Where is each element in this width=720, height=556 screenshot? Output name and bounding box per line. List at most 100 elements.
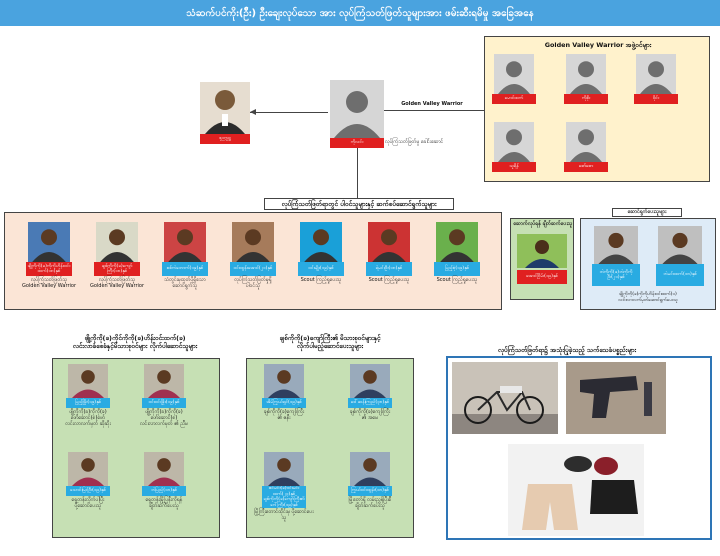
person-silhouette-icon	[28, 222, 70, 262]
informant-title: ဆောက်လုပ်ရန် ချိတ်ဆက်ပေးသူ	[513, 221, 573, 227]
gv-member-4-photo	[566, 122, 606, 162]
perpetrator-2-caption: သံတွင်းမှထုတ်ပို့ရှိသော ဆောင်ရွက်သူ	[164, 277, 206, 289]
evidence-bicycle-photo	[452, 362, 558, 434]
person-silhouette-icon	[264, 452, 304, 486]
victim-leader-connector	[250, 112, 328, 113]
person-silhouette-icon	[164, 222, 206, 262]
relative-2-tag: ဇင်မင်း(ခ)ဝင်းမင်းထက်(၂၃)နှစ် ချစ်ကိုကို…	[262, 486, 306, 508]
perpetrator-4-tag: ဝင်းမျိုး(၁၉)နှစ်	[298, 262, 344, 276]
leader-caption: လုပ်ကြံသတ်ဖြတ်မှု ခေါင်းဆောင်	[385, 139, 444, 145]
relative-2-caption: မြို့ကြီးတောင်ထိုင်းမှ ပို့ဆောင်ပေးသူ	[254, 509, 314, 521]
perpetrator-1-photo	[96, 222, 138, 262]
leader-photo	[330, 80, 384, 138]
informant-tag: အောင်ငြိမ်း(၁၉)နှစ်	[517, 270, 567, 284]
person-silhouette-icon	[68, 364, 108, 398]
person-silhouette-icon	[658, 226, 702, 264]
evidence-clothing-photo	[508, 444, 644, 536]
person-silhouette-icon	[330, 80, 384, 138]
person-silhouette-icon	[494, 54, 534, 94]
perpetrator-5-tag: ရဲမင်းဦး(၁၈)နှစ်	[366, 262, 412, 276]
person-silhouette-icon	[494, 122, 534, 162]
gv-member-3-photo	[494, 122, 534, 162]
perpetrator-2-tag: စစ်ကဲဘောက်(၁၉)နှစ်	[162, 262, 208, 276]
informant-photo	[517, 234, 567, 268]
perpetrator-1-tag: ချစ်ကိုကို(ခ)ကျော်ကြီး(၁၈)နှစ်	[94, 262, 140, 276]
person-icon	[200, 82, 250, 134]
relative-0-photo	[264, 364, 304, 398]
gv-member-1-tag: ကိုစိုး	[564, 94, 608, 104]
person-silhouette-icon	[144, 452, 184, 486]
gv-member-0-tag: မောင်ထက်	[492, 94, 536, 104]
person-silhouette-icon	[350, 364, 390, 398]
family-person-2-tag: သောင်းမြင့်ဦး(၁၉)နှစ်	[66, 486, 110, 496]
family-person-1-tag: ဝင်းဝင်းဖြိုး(၁၉)နှစ်	[142, 398, 186, 408]
person-silhouette-icon	[144, 364, 184, 398]
perpetrator-3-photo	[232, 222, 274, 262]
relatives-title: ချစ်ကိုကို(ခ)ကျော်ကြီး၏ မိသားစုဝင်များနှ…	[279, 334, 381, 350]
perpetrator-6-caption: Scout ကြည့်ရှုပေးသူ	[436, 277, 478, 283]
pistol-icon	[566, 362, 666, 434]
banner-title: သံဆက်ပင်ကိုး(ဦ်း) ဦးချေးလုပ်သော အား လုပ်…	[186, 7, 534, 19]
shelter-person-1-tag: ဘဲမင်းထက်(၁၈)နှစ်	[656, 264, 704, 286]
perpetrator-6-photo	[436, 222, 478, 262]
person-silhouette-icon	[436, 222, 478, 262]
leader-down-connector	[357, 148, 358, 198]
family-person-2-photo	[68, 452, 108, 486]
gv-member-1-photo	[566, 54, 606, 94]
perpetrator-2-photo	[164, 222, 206, 262]
perpetrator-4-photo	[300, 222, 342, 262]
perpetrator-6-tag: ပြည့်စုံ(၁၉)နှစ်	[434, 262, 480, 276]
person-silhouette-icon	[594, 226, 638, 264]
relative-2-photo	[264, 452, 304, 486]
person-silhouette-icon	[264, 364, 304, 398]
perpetrators-title: လုပ်ကြံသတ်ဖြတ်ရာတွင် ပါဝင်သူများနှင့် ဆက…	[264, 198, 454, 210]
relative-0-tag: အိမ်ကြွယ်ရှင်(၁၉)နှစ်	[262, 398, 306, 408]
person-icon	[517, 234, 567, 268]
family-person-0-photo	[68, 364, 108, 398]
family-person-3-tag: ဘဲပြည့်(၁၈)နှစ်	[142, 486, 186, 496]
evidence-title: လုပ်ကြံသတ်ဖြတ်ရာ၌ အသုံးပြုခဲ့သည့် သက်သေခ…	[497, 346, 637, 354]
family-person-3-caption: ရှေ့တန်းမြို့ပြနီးကိုရန် ချိတ်ဆက်ပေးသူ	[145, 497, 183, 509]
shelter-title: ဆောင်ရွက်ပေးသူများ	[612, 208, 682, 217]
person-silhouette-icon	[566, 122, 606, 162]
shelter-caption: ဖျို့ကိုကို(ခ)ကိုကိုဟိန်းဝင်းထက်(၁) လင်း…	[618, 292, 678, 303]
relative-1-photo	[350, 364, 390, 398]
gv-link-label: Golden Valley Warrior	[401, 101, 463, 107]
perpetrator-5-caption: Scout ကြည့်ရှုပေးသူ	[368, 277, 410, 283]
family-person-1-caption: ဖျို့ကိုကို(ခ)ကိုကို(ခ) ဖော်ဆောင်(၈) လင်…	[139, 409, 189, 427]
person-silhouette-icon	[368, 222, 410, 262]
gv-member-4-tag: ဇော်ဇော	[564, 162, 608, 172]
shelter-person-0-photo	[594, 226, 638, 264]
family-person-1-photo	[144, 364, 184, 398]
relative-3-tag: ကြွယ်ဝင်းထွန်း(၁၈)နှစ်	[348, 486, 392, 496]
person-silhouette-icon	[96, 222, 138, 262]
person-silhouette-icon	[300, 222, 342, 262]
perpetrator-5-photo	[368, 222, 410, 262]
family-person-0-tag: ပြည့်ဖြိုး(၁၉)နှစ်	[66, 398, 110, 408]
arrow-left-icon	[250, 109, 256, 115]
page-banner: သံဆက်ပင်ကိုး(ဦ်း) ဦးချေးလုပ်သော အား လုပ်…	[0, 0, 720, 26]
victim-name-tag: ဒုဥက္ကဋ္ဌ	[200, 134, 250, 144]
gv-member-0-photo	[494, 54, 534, 94]
perpetrator-0-caption: လုပ်ကြံသတ်ဖြတ်သူ Golden Valley Warrior	[21, 277, 77, 289]
person-silhouette-icon	[232, 222, 274, 262]
perpetrator-3-tag: ဝင်းထွန်းအောင်(၂၁)နှစ်	[230, 262, 276, 276]
perpetrator-4-caption: Scout ကြည့်ရှုပေးသူ	[300, 277, 342, 283]
perpetrator-0-photo	[28, 222, 70, 262]
shelter-person-1-photo	[658, 226, 702, 264]
leader-name-tag: ကိုလင်း	[330, 138, 384, 148]
gv-member-2-tag: ဝိုင်း	[634, 94, 678, 104]
shelter-person-0-tag: ဘဲကိုကို(ခ)ဘဲကိုကိုဦး(၂၁)နှစ်	[592, 264, 640, 286]
relative-1-tag: ဒေါ်ဆန်းကြည်(၃၈)နှစ်	[348, 398, 392, 408]
family-person-3-photo	[144, 452, 184, 486]
family-person-0-caption: ဖျို့ကိုကို(ခ)ကိုကို(ခ) ဖော်ဆောင်(၈)ဖော်…	[65, 409, 111, 427]
relative-1-caption: ချစ်ကိုကို(ခ)ကျော်ကြီး ၏ အမေ	[349, 409, 391, 421]
victim-photo	[200, 82, 250, 134]
evidence-pistol-photo	[566, 362, 666, 434]
relative-0-caption: ချစ်ကိုကို(ခ)ကျော်ကြီး ၏ ဇနီး	[263, 409, 305, 421]
family-title: ဖျို့ကိုကို(ခ)ကိုင်ကိုကို(ခ)ဟိန်းဝင်းထက်…	[72, 334, 198, 350]
relative-3-caption: မြို့တော်ရှိ လမ်းညွှန်ပြီးစီ ချိတ်ဆက်ပေး…	[348, 497, 392, 509]
relative-3-photo	[350, 452, 390, 486]
perpetrator-0-tag: ဖျို့ကိုကို(ခ)ကိုကိုဟိန်းဝင်းထက်(၁၈)နှစ်	[26, 262, 72, 276]
bicycle-icon	[452, 362, 558, 434]
